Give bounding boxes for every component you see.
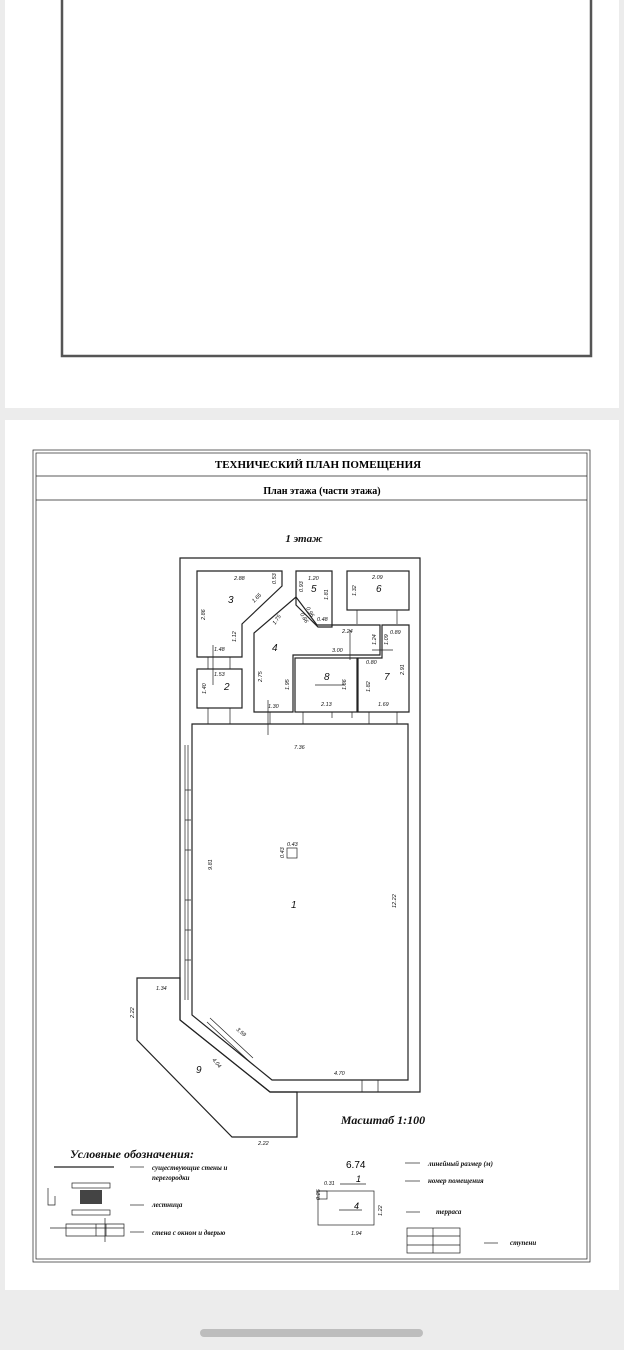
svg-text:0.43: 0.43 <box>280 846 286 858</box>
svg-text:3: 3 <box>228 595 234 606</box>
plan-title: ТЕХНИЧЕСКИЙ ПЛАН ПОМЕЩЕНИЯ <box>215 459 421 471</box>
svg-text:2.22: 2.22 <box>130 1007 136 1019</box>
svg-text:9: 9 <box>196 1065 202 1076</box>
home-indicator[interactable] <box>200 1329 423 1337</box>
svg-text:7: 7 <box>384 672 390 683</box>
svg-text:1.53: 1.53 <box>214 672 226 678</box>
svg-text:4.70: 4.70 <box>334 1071 346 1077</box>
svg-text:1.09: 1.09 <box>384 634 390 645</box>
svg-text:1.20: 1.20 <box>308 576 320 582</box>
room-numbers: 3 2 5 6 4 8 7 1 9 <box>196 584 390 1076</box>
svg-text:0.31: 0.31 <box>324 1181 335 1187</box>
svg-text:0.53: 0.53 <box>272 572 278 584</box>
svg-text:существующие стены и: существующие стены и <box>152 1164 228 1172</box>
sheet-frame <box>32 449 591 1263</box>
svg-text:1.22: 1.22 <box>378 1205 384 1216</box>
svg-text:0.96: 0.96 <box>304 606 315 619</box>
svg-text:стена с окном и дверью: стена с окном и дверью <box>152 1229 225 1237</box>
svg-text:2: 2 <box>223 682 230 693</box>
svg-text:лестница: лестница <box>151 1201 183 1209</box>
svg-text:1.81: 1.81 <box>324 589 330 600</box>
svg-text:8: 8 <box>324 672 330 683</box>
svg-text:0.48: 0.48 <box>317 617 329 623</box>
scale-label: Масштаб 1:100 <box>340 1113 425 1127</box>
svg-text:2.91: 2.91 <box>400 664 406 676</box>
svg-text:1: 1 <box>291 900 297 911</box>
svg-text:3.00: 3.00 <box>332 648 344 654</box>
svg-text:терраса: терраса <box>436 1208 462 1216</box>
svg-text:1.48: 1.48 <box>214 647 226 653</box>
svg-text:линейный размер (м): линейный размер (м) <box>427 1160 493 1168</box>
legend-title: Условные обозначения: <box>70 1147 194 1161</box>
svg-text:1.75: 1.75 <box>272 613 284 626</box>
svg-text:1.30: 1.30 <box>268 704 280 710</box>
building-walls <box>136 557 421 1138</box>
svg-text:ступени: ступени <box>510 1239 536 1247</box>
svg-text:7.36: 7.36 <box>294 745 306 751</box>
svg-text:0.25: 0.25 <box>316 1188 322 1200</box>
plan-subtitle: План этажа (части этажа) <box>263 486 380 497</box>
svg-text:1.82: 1.82 <box>366 681 372 692</box>
previous-page <box>5 0 619 408</box>
svg-text:0.86: 0.86 <box>298 612 309 625</box>
svg-text:1.86: 1.86 <box>342 678 348 690</box>
svg-text:4: 4 <box>354 1201 359 1211</box>
svg-text:9.81: 9.81 <box>208 859 214 870</box>
svg-text:1.69: 1.69 <box>378 702 389 708</box>
technical-plan-page <box>5 420 619 1290</box>
svg-text:перегородки: перегородки <box>152 1174 190 1182</box>
svg-text:1.32: 1.32 <box>352 585 358 596</box>
svg-text:2.86: 2.86 <box>201 608 207 621</box>
svg-text:0.93: 0.93 <box>299 580 305 592</box>
svg-text:1.12: 1.12 <box>232 631 238 642</box>
svg-text:2.09: 2.09 <box>371 575 383 581</box>
svg-text:2.88: 2.88 <box>233 576 246 582</box>
svg-text:5: 5 <box>311 584 317 595</box>
svg-text:0.80: 0.80 <box>366 660 378 666</box>
svg-text:2.22: 2.22 <box>257 1141 269 1147</box>
svg-text:номер помещения: номер помещения <box>428 1177 484 1185</box>
svg-text:1.24: 1.24 <box>372 634 378 645</box>
svg-text:4: 4 <box>272 643 278 654</box>
svg-text:12.22: 12.22 <box>392 894 398 908</box>
svg-text:6.74: 6.74 <box>346 1160 366 1171</box>
svg-text:0.89: 0.89 <box>390 630 401 636</box>
svg-text:1.94: 1.94 <box>351 1231 362 1237</box>
svg-text:1.40: 1.40 <box>202 682 208 694</box>
svg-text:1.34: 1.34 <box>156 986 167 992</box>
svg-text:1.95: 1.95 <box>285 678 291 690</box>
svg-text:2.13: 2.13 <box>320 702 333 708</box>
previous-page-frame <box>60 0 593 358</box>
svg-text:2.24: 2.24 <box>341 629 353 635</box>
window-door-symbol-icon <box>50 1218 125 1242</box>
svg-text:1.65: 1.65 <box>251 592 263 604</box>
svg-text:1: 1 <box>356 1174 361 1184</box>
steps-symbol-icon <box>406 1227 461 1254</box>
svg-text:3.59: 3.59 <box>235 1027 247 1038</box>
svg-text:4.04: 4.04 <box>210 1057 221 1069</box>
legend: Условные обозначения: существующие стены… <box>47 1147 536 1254</box>
svg-text:0.43: 0.43 <box>287 842 299 848</box>
dimension-labels: 2.88 0.53 2.86 1.65 1.12 1.48 1.53 1.40 … <box>130 572 406 1147</box>
svg-text:6: 6 <box>376 584 382 595</box>
svg-text:2.75: 2.75 <box>258 670 264 683</box>
floor-label: 1 этаж <box>285 533 323 545</box>
stairs-symbol-icon <box>47 1182 111 1216</box>
